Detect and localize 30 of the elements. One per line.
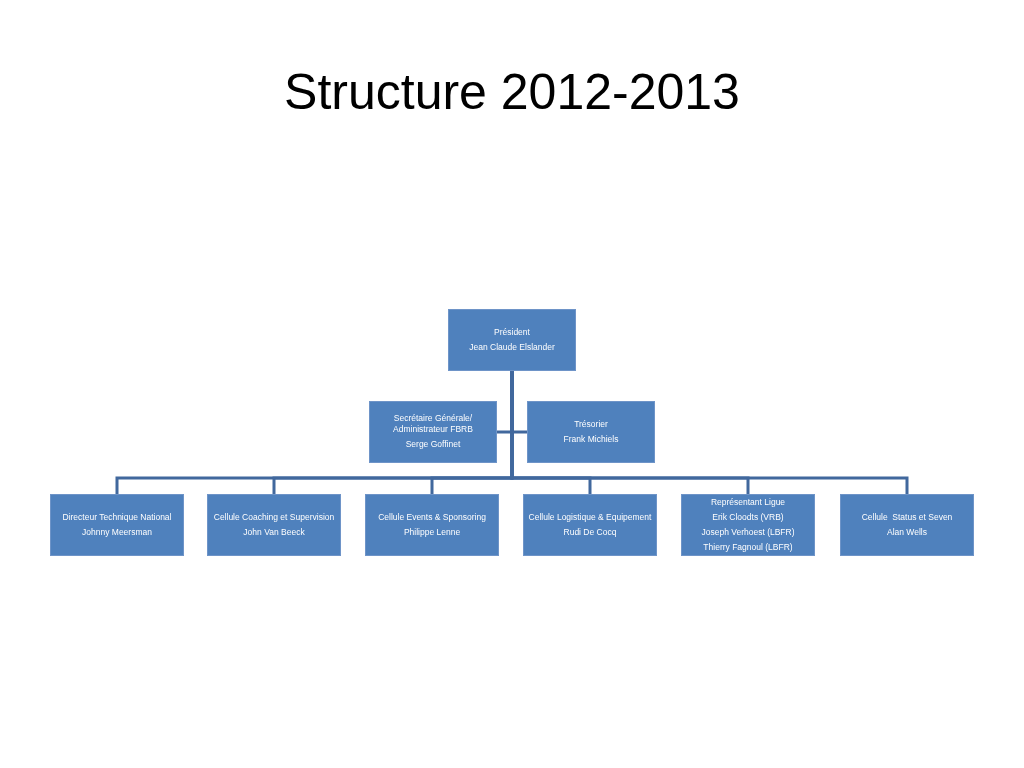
- org-box: [50, 494, 184, 556]
- org-box: [207, 494, 341, 556]
- org-box: [448, 309, 576, 371]
- org-label: Rudi De Cocq: [563, 526, 617, 539]
- org-label: Cellule Logistique & Equipement: [528, 511, 652, 524]
- org-label: Jean Claude Elslander: [469, 341, 555, 354]
- org-label: Thierry Fagnoul (LBFR): [703, 541, 793, 554]
- org-box: [369, 401, 497, 463]
- org-label: Johnny Meersman: [82, 526, 152, 539]
- org-label: Directeur Technique National: [62, 511, 172, 524]
- org-label: Cellule Coaching et Supervision: [213, 511, 335, 524]
- org-label: Trésorier: [574, 418, 608, 431]
- org-box: [365, 494, 499, 556]
- org-label: Erik Cloodts (VRB): [712, 511, 784, 524]
- org-label: John Van Beeck: [243, 526, 305, 539]
- org-label: Serge Goffinet: [405, 437, 461, 451]
- org-label: Joseph Verhoest (LBFR): [701, 526, 795, 539]
- org-label: Représentant Ligue: [710, 496, 786, 509]
- org-label: Frank Michiels: [563, 433, 619, 446]
- org-box: [840, 494, 974, 556]
- org-label: Philippe Lenne: [403, 526, 461, 539]
- org-label: Président: [494, 326, 530, 339]
- org-label: Cellule Events & Sponsoring: [378, 511, 486, 524]
- org-label: Alan Wells: [887, 526, 927, 539]
- org-box: [681, 494, 815, 556]
- org-box: [523, 494, 657, 556]
- org-label: Secrétaire Générale/ Administrateur FBRB: [392, 412, 474, 435]
- org-label: Cellule Status et Seven: [861, 511, 953, 524]
- org-box: [527, 401, 655, 463]
- title: Structure 2012-2013: [284, 63, 740, 122]
